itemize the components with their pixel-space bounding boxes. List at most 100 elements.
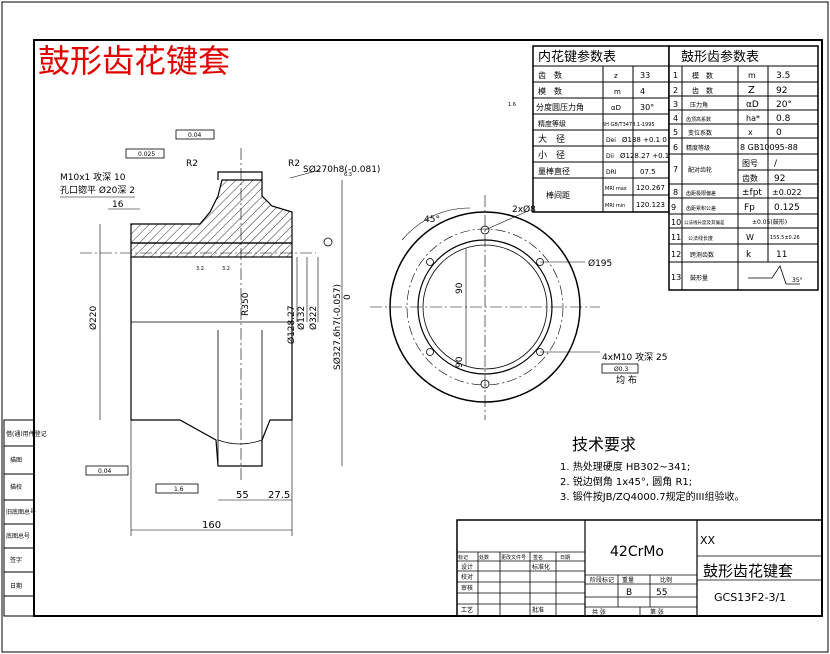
dim-r350: R350 [241, 292, 251, 316]
svg-text:10: 10 [671, 218, 681, 227]
svg-text:大 径: 大 径 [538, 133, 565, 145]
dim-position: Ø0.3 [614, 366, 628, 373]
svg-text:Ø138 +0.1 0: Ø138 +0.1 0 [622, 136, 667, 144]
roughness-label: 1.6 [508, 102, 516, 108]
dim-27-5: 27.5 [268, 490, 290, 501]
side-label: 借(通)用件登记 [6, 430, 47, 438]
inner-frame [33, 39, 823, 617]
dim-r2-left: R2 [186, 159, 198, 169]
dim-d12827: Ø128.27 [286, 305, 297, 344]
dim-d195: Ø195 [588, 258, 612, 269]
side-label: 描校 [10, 483, 22, 491]
svg-text:7: 7 [673, 165, 678, 174]
dim-r2-right: R2 [288, 159, 300, 169]
dim-55: 55 [236, 490, 249, 501]
svg-text:0: 0 [776, 128, 782, 138]
svg-text:k: k [746, 250, 752, 260]
svg-text:变位系数: 变位系数 [688, 129, 712, 137]
svg-text:模 数: 模 数 [538, 86, 562, 96]
svg-text:MRI min: MRI min [605, 203, 625, 209]
svg-text:分度圆压力角: 分度圆压力角 [536, 102, 584, 112]
svg-text:配对齿轮: 配对齿轮 [688, 166, 712, 174]
dim-sphere-270: SØ270h8(-0.081) [303, 164, 380, 175]
svg-text:3.5: 3.5 [776, 71, 790, 81]
dim-d322: Ø322 [308, 306, 319, 330]
svg-text:4: 4 [673, 114, 678, 123]
rev-label: 标记 [458, 554, 468, 561]
side-label: 签字 [10, 556, 22, 564]
svg-text:W: W [746, 233, 754, 242]
sign-label: 设计 [461, 563, 473, 571]
svg-text:公法线长度: 公法线长度 [688, 235, 713, 242]
stage-mark: B [626, 588, 632, 598]
svg-text:2: 2 [673, 86, 678, 95]
svg-text:Dii: Dii [606, 153, 614, 160]
sign-label: 批准 [532, 606, 544, 614]
dim-even: 均 布 [616, 374, 637, 386]
svg-text:量棒直径: 量棒直径 [538, 166, 570, 176]
dim-spotface: 孔口锪平 Ø20深 2 [60, 184, 135, 196]
svg-text:齿 数: 齿 数 [692, 86, 713, 95]
title-block [456, 519, 823, 617]
dim-d132: Ø132 [296, 306, 307, 330]
part-name: 鼓形齿花键套 [703, 562, 793, 580]
svg-text:齿距极限偏差: 齿距极限偏差 [686, 190, 716, 197]
rev-label: 日期 [560, 555, 570, 561]
svg-text:精度等级: 精度等级 [686, 144, 710, 152]
tech-item: 2. 锐边倒角 1x45°, 圆角 R1; [560, 475, 692, 488]
spline-table-heading: 内花键参数表 [538, 49, 616, 65]
svg-text:33: 33 [640, 71, 650, 80]
tech-item: 3. 锻件按JB/ZQ4000.7规定的III组验收。 [560, 490, 744, 503]
dim-zero: 0 [343, 294, 353, 300]
tech-heading: 技术要求 [572, 435, 636, 454]
svg-text:12: 12 [671, 250, 681, 259]
material: 42CrMo [610, 544, 664, 560]
svg-text:120.123: 120.123 [636, 201, 665, 209]
tol-label: 0.04 [98, 468, 112, 475]
svg-text:±0.05(鼓形): ±0.05(鼓形) [752, 218, 787, 226]
svg-text:9: 9 [671, 203, 676, 212]
svg-text:0.8: 0.8 [776, 114, 791, 124]
dim-2x8: 2xØ8 [512, 204, 536, 215]
tol-label: 0.04 [188, 132, 202, 139]
svg-text:精度等级: 精度等级 [538, 119, 566, 128]
svg-text:αD: αD [746, 100, 759, 110]
weight: 55 [656, 588, 667, 598]
svg-text:155.5±0.26: 155.5±0.26 [770, 235, 800, 241]
svg-text:Z: Z [748, 85, 755, 96]
side-label: 日期 [10, 582, 22, 590]
svg-text:齿顶高系数: 齿顶高系数 [686, 116, 711, 123]
company: XX [700, 534, 716, 547]
col-label: 重量 [622, 576, 634, 584]
svg-text:0.125: 0.125 [774, 203, 800, 213]
dim-sphere-327: SØ327.6h7(-0.057) [332, 284, 343, 370]
svg-text:棒间距: 棒间距 [546, 190, 570, 200]
svg-text:m: m [614, 88, 621, 96]
tech-item: 1. 热处理硬度 HB302~341; [560, 460, 690, 473]
svg-text:模 数: 模 数 [692, 71, 713, 80]
col-label: 比例 [660, 576, 672, 584]
svg-text:4: 4 [640, 87, 645, 96]
rev-label: 处数 [479, 554, 489, 561]
tol-label: 1.6 [174, 486, 184, 493]
gear-param-table: 鼓形齿参数表 1 模 数 m 3.5 2 齿 数 Z 92 3 压力角 αD 2… [668, 45, 819, 291]
sheet-label: 共 张 [592, 608, 606, 616]
svg-text:07.5: 07.5 [640, 168, 656, 176]
svg-text:公法线长度及其偏差: 公法线长度及其偏差 [684, 219, 725, 226]
svg-text:/: / [774, 159, 778, 169]
svg-text:Ø128.27 +0.12 0: Ø128.27 +0.12 0 [620, 152, 680, 160]
svg-text:120.267: 120.267 [636, 184, 665, 192]
sign-label: 工艺 [461, 606, 473, 614]
svg-text:齿数: 齿数 [742, 173, 758, 183]
rev-label: 签名 [533, 554, 543, 561]
dim-160: 160 [202, 520, 221, 531]
roughness-label: 3.2 [196, 266, 204, 272]
svg-text:图号: 图号 [742, 159, 758, 168]
svg-text:13: 13 [671, 273, 681, 282]
svg-text:35°: 35° [792, 277, 803, 284]
svg-text:8 GB10095-88: 8 GB10095-88 [740, 143, 798, 152]
dim-16: 16 [112, 200, 124, 210]
dim-d220: Ø220 [88, 305, 99, 330]
spline-param-table: 内花键参数表 齿 数 z 33 模 数 m 4 分度圆压力角 αD 30° 精度… [532, 45, 680, 213]
